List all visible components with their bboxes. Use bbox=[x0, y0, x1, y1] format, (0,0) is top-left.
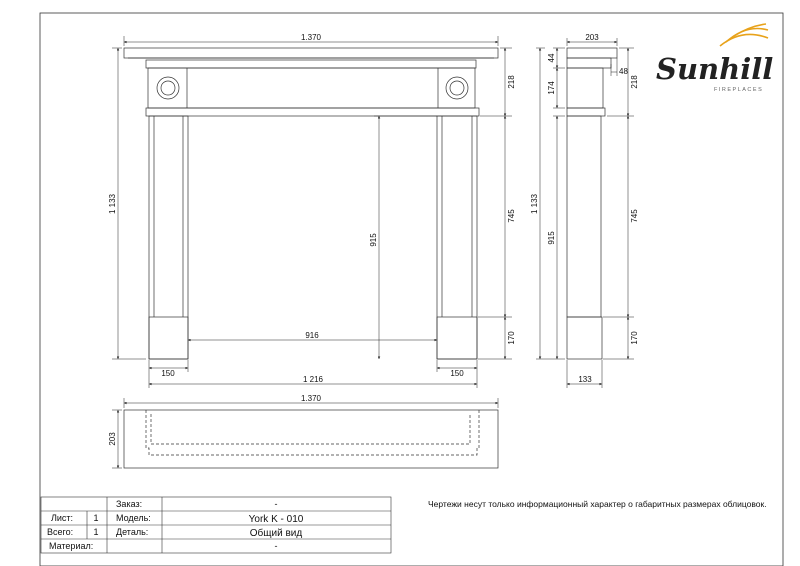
plan-view bbox=[123, 409, 499, 469]
material-label: Материал: bbox=[49, 541, 93, 551]
front-plinth-right bbox=[436, 316, 478, 360]
dim-front-total-height: 1 133 bbox=[108, 193, 117, 214]
side-dimensions bbox=[536, 38, 634, 388]
dim-side-top-section: 218 bbox=[630, 75, 639, 89]
dim-front-leg-width-left: 150 bbox=[161, 369, 175, 378]
front-leg-right bbox=[436, 115, 478, 360]
front-frieze bbox=[147, 67, 476, 109]
side-dimension-labels: 203 44 174 1 133 915 48 218 745 170 133 bbox=[530, 33, 639, 384]
side-leg bbox=[566, 115, 602, 318]
sheet-value: 1 bbox=[93, 513, 98, 523]
dim-front-leg-height: 745 bbox=[507, 209, 516, 223]
side-plinth bbox=[566, 316, 603, 360]
sun-rays-icon bbox=[719, 23, 769, 47]
front-view bbox=[123, 47, 499, 360]
model-value: York K - 010 bbox=[249, 514, 304, 525]
dim-side-opening-height: 915 bbox=[547, 231, 556, 245]
dim-plan-width: 1.370 bbox=[301, 394, 322, 403]
detail-value: Общий вид bbox=[250, 527, 303, 539]
side-shelf bbox=[566, 47, 618, 59]
dim-side-frieze: 174 bbox=[547, 81, 556, 95]
dim-front-base-height: 170 bbox=[507, 331, 516, 345]
sunhill-logo: Sunhill FIREPLACES bbox=[656, 23, 773, 93]
side-view bbox=[566, 47, 618, 360]
title-block-text: Заказ: - Лист: 1 Модель: York K - 010 Вс… bbox=[47, 499, 304, 551]
plan-outline bbox=[123, 409, 499, 469]
order-value: - bbox=[275, 499, 278, 509]
detail-label: Деталь: bbox=[116, 527, 148, 537]
total-value: 1 bbox=[93, 527, 98, 537]
dim-front-total-width: 1.370 bbox=[301, 33, 322, 42]
dim-side-depth-bottom: 133 bbox=[578, 375, 592, 384]
dim-side-leg-height: 745 bbox=[630, 209, 639, 223]
rosette-right bbox=[445, 76, 469, 100]
dim-front-opening-width: 916 bbox=[305, 331, 319, 340]
front-mantel-shelf bbox=[123, 47, 499, 59]
logo-subtitle: FIREPLACES bbox=[714, 87, 763, 93]
plan-dimensions bbox=[112, 398, 499, 469]
front-plinth-left bbox=[148, 316, 189, 360]
dim-front-top-section: 218 bbox=[507, 75, 516, 89]
sheet-label: Лист: bbox=[51, 513, 73, 523]
material-value: - bbox=[275, 541, 278, 551]
sheet-frame bbox=[39, 12, 784, 566]
dim-plan-depth: 203 bbox=[108, 432, 117, 446]
logo-wordmark: Sunhill bbox=[656, 52, 773, 86]
dim-front-leg-width-right: 150 bbox=[450, 369, 464, 378]
side-frieze bbox=[566, 67, 604, 109]
disclaimer-note: Чертежи несут только информационный хара… bbox=[428, 499, 767, 509]
title-block bbox=[40, 496, 392, 554]
dim-side-shelf-thickness: 44 bbox=[547, 53, 556, 62]
total-label: Всего: bbox=[47, 527, 73, 537]
rosette-left bbox=[156, 76, 180, 100]
model-label: Модель: bbox=[116, 513, 151, 523]
order-label: Заказ: bbox=[116, 499, 142, 509]
dim-side-offset: 48 bbox=[619, 67, 628, 76]
front-dimensions bbox=[112, 36, 512, 388]
dim-side-base-height: 170 bbox=[630, 331, 639, 345]
dim-front-opening-height: 915 bbox=[369, 233, 378, 247]
front-dimension-labels: 1.370 1 133 218 745 170 915 916 150 150 … bbox=[108, 33, 516, 384]
front-leg-left bbox=[148, 115, 189, 360]
dim-side-depth-top: 203 bbox=[585, 33, 599, 42]
dim-front-inner-width: 1 216 bbox=[303, 375, 324, 384]
dim-side-total-height: 1 133 bbox=[530, 193, 539, 214]
